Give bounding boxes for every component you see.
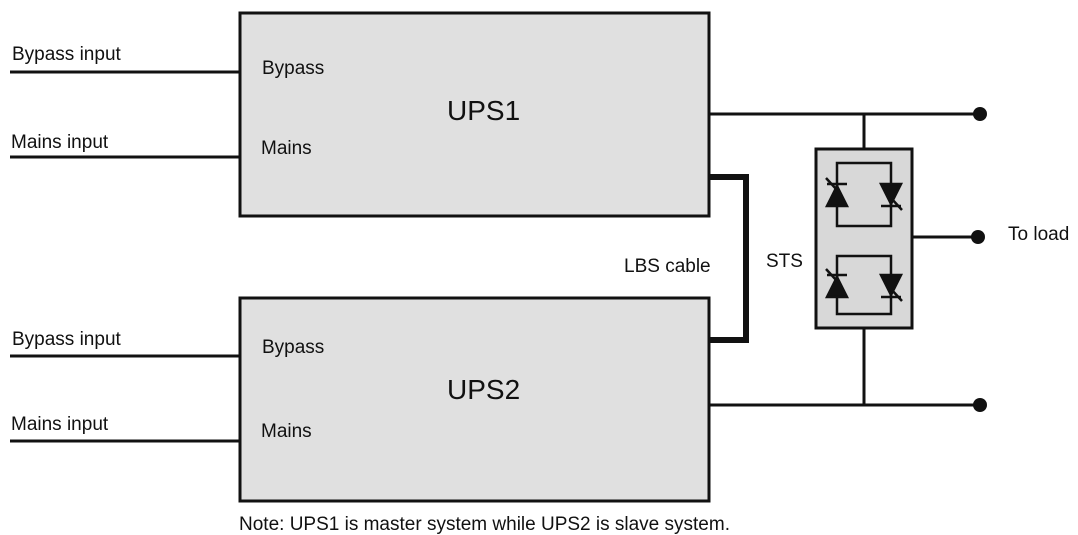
ups1-bypass-input-label: Bypass input <box>12 44 121 65</box>
sts-box <box>814 147 914 330</box>
ups1-mains-port-label: Mains <box>261 138 312 159</box>
ups2-bypass-input-label: Bypass input <box>12 329 121 350</box>
ups2-output-terminal <box>973 398 987 412</box>
ups2-mains-input-label: Mains input <box>11 414 109 435</box>
ups2-title: UPS2 <box>447 374 521 405</box>
ups2-box <box>238 296 711 503</box>
to-load-label: To load <box>1008 224 1070 245</box>
ups1-output-terminal <box>973 107 987 121</box>
ups1-box <box>238 11 711 218</box>
lbs-cable-line <box>709 174 749 343</box>
ups1-title: UPS1 <box>447 95 521 126</box>
ups1-mains-input-label: Mains input <box>11 132 109 153</box>
sts-label: STS <box>766 251 803 272</box>
load-terminal <box>971 230 985 244</box>
ups2-mains-port-label: Mains <box>261 421 312 442</box>
diagram-note: Note: UPS1 is master system while UPS2 i… <box>239 514 730 535</box>
scr-icon <box>878 273 904 302</box>
ups1-bypass-port-label: Bypass <box>262 58 325 79</box>
scr-icon <box>824 177 850 208</box>
ups2-bypass-port-label: Bypass <box>262 337 325 358</box>
scr-icon <box>878 182 904 211</box>
scr-icon <box>824 268 850 299</box>
lbs-cable-label: LBS cable <box>624 256 711 277</box>
